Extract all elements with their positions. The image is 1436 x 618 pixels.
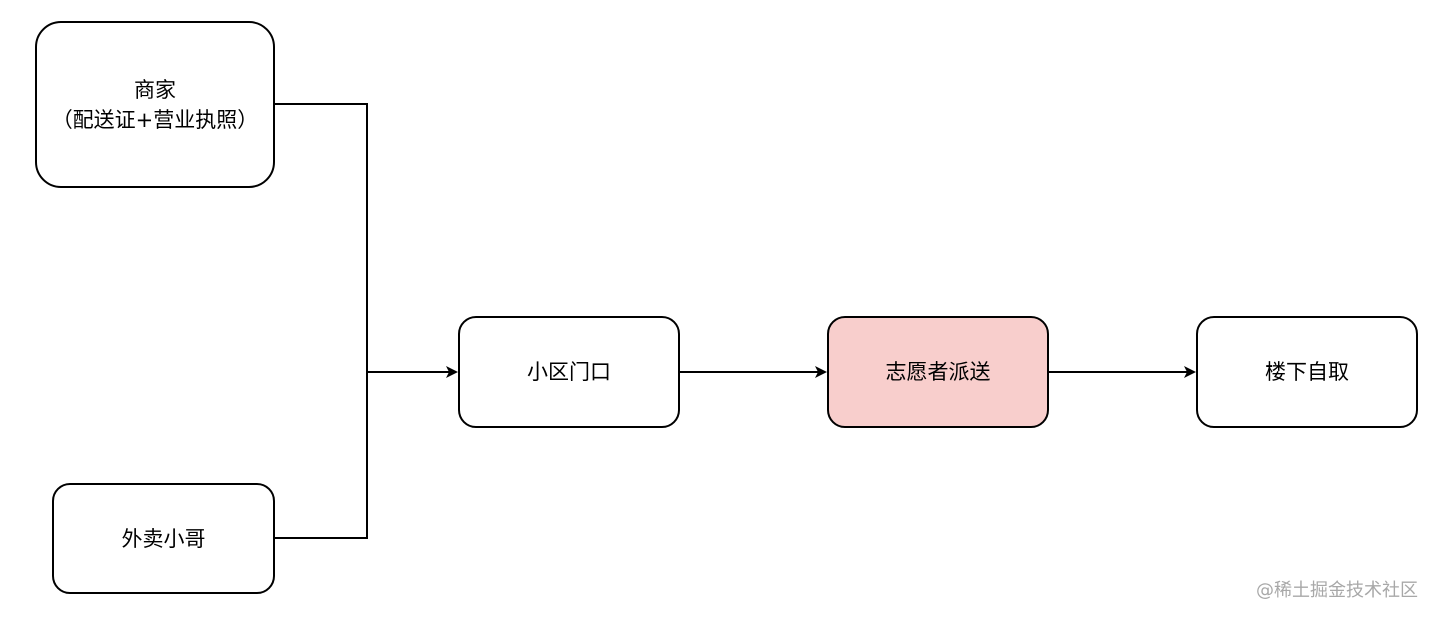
node-courier[interactable]: 外卖小哥 <box>52 483 275 594</box>
edge-courier-to-junction <box>275 372 368 539</box>
watermark-text: @稀土掘金技术社区 <box>1256 580 1418 601</box>
node-downstairs-pickup-label: 楼下自取 <box>1265 360 1349 384</box>
node-merchant[interactable]: 商家 （配送证+营业执照） <box>35 21 275 188</box>
node-merchant-subtitle: （配送证+营业执照） <box>51 107 259 132</box>
node-volunteer-delivery-label: 志愿者派送 <box>885 360 991 384</box>
node-community-gate[interactable]: 小区门口 <box>458 316 680 428</box>
node-downstairs-pickup[interactable]: 楼下自取 <box>1196 316 1418 428</box>
node-courier-label: 外卖小哥 <box>121 526 206 551</box>
node-merchant-title: 商家 <box>134 77 176 102</box>
node-volunteer-delivery[interactable]: 志愿者派送 <box>827 316 1049 428</box>
node-community-gate-label: 小区门口 <box>527 360 611 384</box>
edge-merchant-to-junction <box>275 103 368 372</box>
